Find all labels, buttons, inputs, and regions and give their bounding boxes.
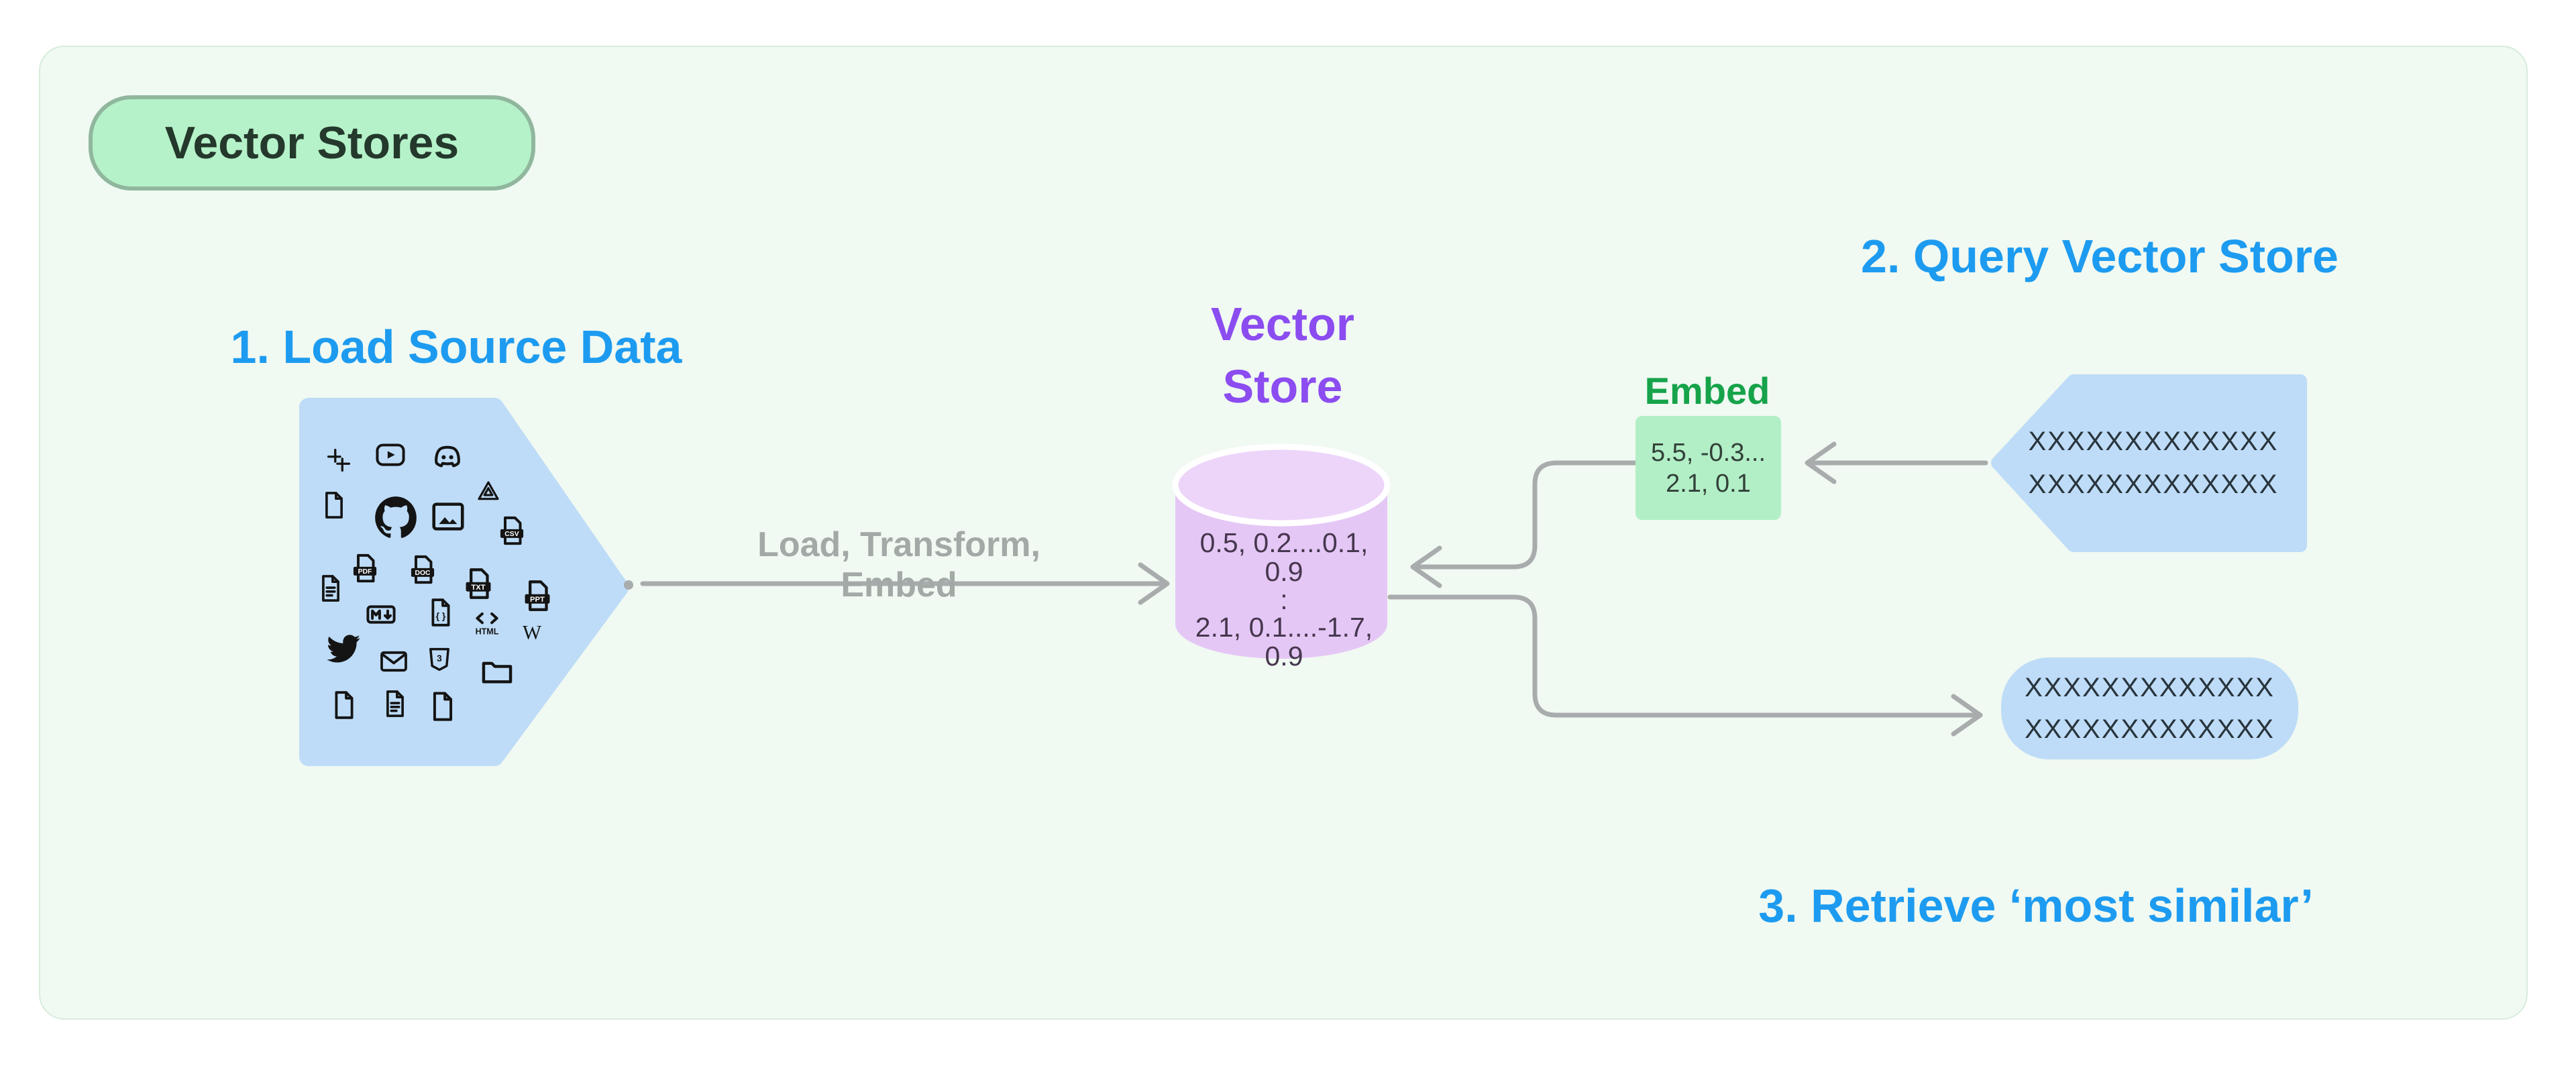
- cylinder-body: [1175, 485, 1387, 659]
- github-icon: [371, 492, 421, 542]
- doc-file-icon: DOC: [406, 553, 439, 586]
- txt-file-icon: TXT: [460, 566, 496, 602]
- embed-vector-box: 5.5, -0.3... 2.1, 0.1: [1635, 416, 1781, 520]
- query-doc-shape: [1991, 374, 2307, 552]
- file-text-icon: [315, 573, 346, 604]
- markdown-icon: [364, 598, 398, 631]
- json-file-icon: { }: [425, 596, 457, 629]
- cylinder-values: 0.5, 0.2....0.1, 0.9 : 2.1, 0.1....-1.7,…: [1179, 529, 1389, 671]
- title-badge-label: Vector Stores: [164, 117, 460, 168]
- svg-text:PDF: PDF: [358, 568, 372, 576]
- cylinder-values-row1: 0.5, 0.2....0.1, 0.9: [1199, 527, 1368, 587]
- vector-store-cylinder: [1172, 443, 1391, 659]
- twitter-icon: [325, 631, 362, 667]
- cylinder-top: [1172, 443, 1391, 527]
- cylinder-values-colon: :: [1280, 584, 1288, 615]
- svg-text:3: 3: [437, 653, 442, 663]
- vector-store-title-line2: Store: [1222, 360, 1343, 413]
- svg-text:{ }: { }: [436, 610, 446, 621]
- email-icon: [378, 645, 410, 678]
- svg-text:CSV: CSV: [504, 531, 519, 538]
- step3-heading: 3. Retrieve ‘most similar’: [1758, 879, 2314, 932]
- image-icon: [429, 497, 468, 536]
- css3-icon: 3: [425, 645, 454, 674]
- file-text-icon: [380, 688, 411, 719]
- embed-vector-line1: 5.5, -0.3...: [1650, 438, 1766, 467]
- ppt-file-icon: PPT: [519, 578, 555, 614]
- store-to-result-arrow: [1387, 594, 1983, 737]
- load-arrow: [624, 562, 1170, 605]
- query-doc-line2: XXXXXXXXXXXXX: [2028, 470, 2279, 499]
- file-icon: [426, 690, 460, 723]
- embed-vector-line2: 2.1, 0.1: [1666, 469, 1751, 498]
- svg-text:HTML: HTML: [476, 627, 499, 636]
- connector-dot: [624, 580, 633, 590]
- result-doc-line1: XXXXXXXXXXXXX: [2025, 673, 2275, 702]
- load-transform-embed-label: Load, Transform, Embed: [757, 525, 1040, 604]
- result-doc-shape: XXXXXXXXXXXXX XXXXXXXXXXXXX: [2001, 657, 2298, 759]
- step1-heading: 1. Load Source Data: [230, 321, 682, 373]
- query-doc-line1: XXXXXXXXXXXXX: [2028, 427, 2279, 456]
- wikipedia-icon: W: [518, 617, 546, 645]
- html-icon: HTML: [470, 605, 504, 639]
- gdrive-icon: [475, 478, 502, 505]
- svg-text:DOC: DOC: [415, 570, 431, 577]
- embed-label: Embed: [1644, 370, 1770, 412]
- file-icon: [328, 689, 360, 721]
- folder-icon: [478, 652, 516, 690]
- slack-icon: [325, 446, 353, 474]
- csv-file-icon: CSV: [495, 514, 529, 547]
- vector-store-title-line1: Vector: [1211, 298, 1354, 350]
- youtube-icon: [374, 438, 407, 472]
- embed-to-store-arrow: [1410, 460, 1638, 588]
- file-icon: [319, 490, 350, 521]
- query-doc-text: XXXXXXXXXXXXX XXXXXXXXXXXXX: [2009, 398, 2298, 527]
- discord-icon: [430, 440, 465, 475]
- result-doc-line2: XXXXXXXXXXXXX: [2025, 714, 2275, 744]
- svg-text:W: W: [523, 621, 542, 643]
- title-badge: Vector Stores: [89, 95, 535, 191]
- query-to-embed-arrow: [1805, 441, 1988, 484]
- cylinder-values-row3: 2.1, 0.1....-1.7, 0.9: [1195, 612, 1373, 672]
- vector-store-title: Vector Store: [1081, 293, 1484, 418]
- step2-heading: 2. Query Vector Store: [1861, 230, 2339, 282]
- pdf-file-icon: PDF: [348, 551, 382, 585]
- svg-text:PPT: PPT: [530, 596, 545, 604]
- svg-text:TXT: TXT: [471, 584, 485, 592]
